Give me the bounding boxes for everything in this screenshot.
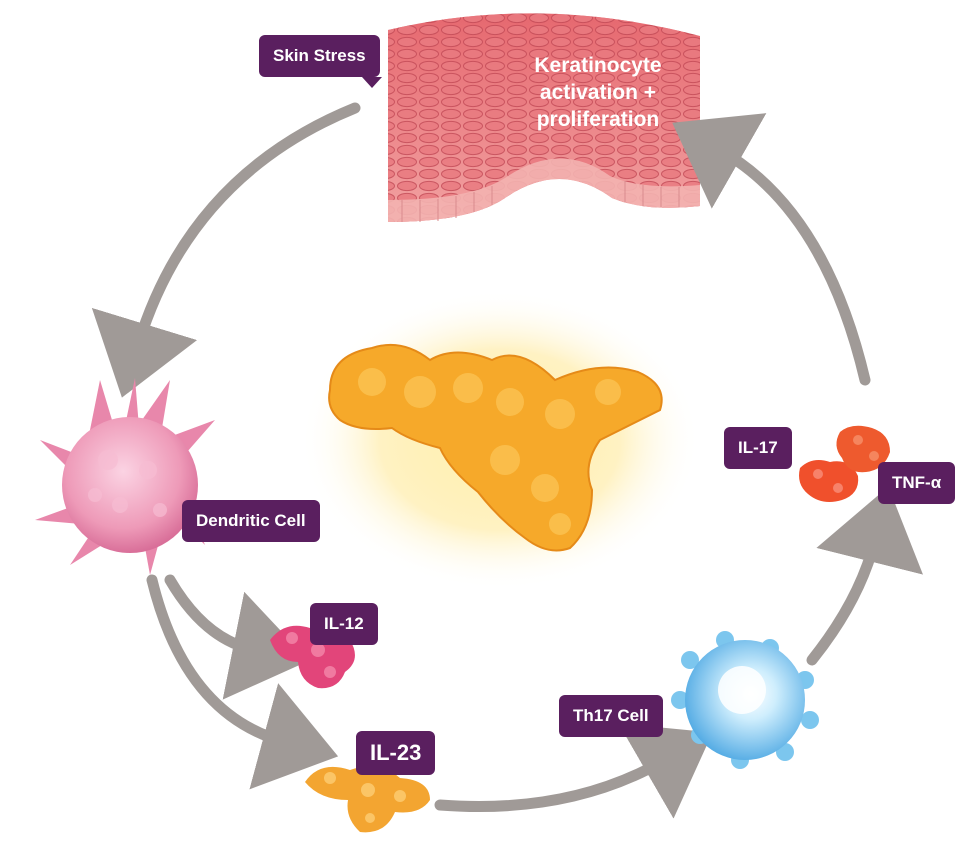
il12-label: IL-12	[310, 603, 378, 645]
tnf-alpha-molecule-illustration	[836, 425, 890, 473]
arrow-th17-to-cytokines	[806, 486, 924, 666]
cycle-arrows	[91, 102, 924, 819]
dendritic-cell-label: Dendritic Cell	[182, 500, 320, 542]
arrow-dendritic-to-il12	[164, 574, 309, 700]
il23-label: IL-23	[356, 731, 436, 775]
keratinocyte-activation-label: Keratinocyte activation + proliferation	[498, 52, 698, 133]
skin-stress-label: Skin Stress	[259, 35, 380, 77]
il17-molecule-illustration	[799, 460, 859, 502]
il23-molecule-illustration	[305, 766, 430, 833]
keratinocyte-line-1: Keratinocyte	[534, 54, 662, 77]
skin-tissue-illustration	[388, 13, 700, 223]
tnf-alpha-label: TNF-α	[878, 462, 956, 504]
th17-cell-illustration	[671, 631, 819, 769]
keratinocyte-line-3: proliferation	[536, 108, 660, 131]
arrow-dendritic-to-il23	[146, 574, 339, 790]
skin-stress-label-pointer	[362, 77, 382, 88]
arrow-skin-to-dendritic	[91, 102, 361, 398]
central-protein-illustration	[300, 290, 700, 590]
dendritic-cell-illustration	[35, 378, 215, 575]
il17-label: IL-17	[724, 427, 792, 469]
th17-cell-label: Th17 Cell	[559, 695, 663, 737]
arrow-il23-to-th17	[434, 723, 713, 819]
arrow-cytokines-to-skin	[672, 113, 871, 386]
keratinocyte-line-2: activation +	[539, 81, 657, 104]
